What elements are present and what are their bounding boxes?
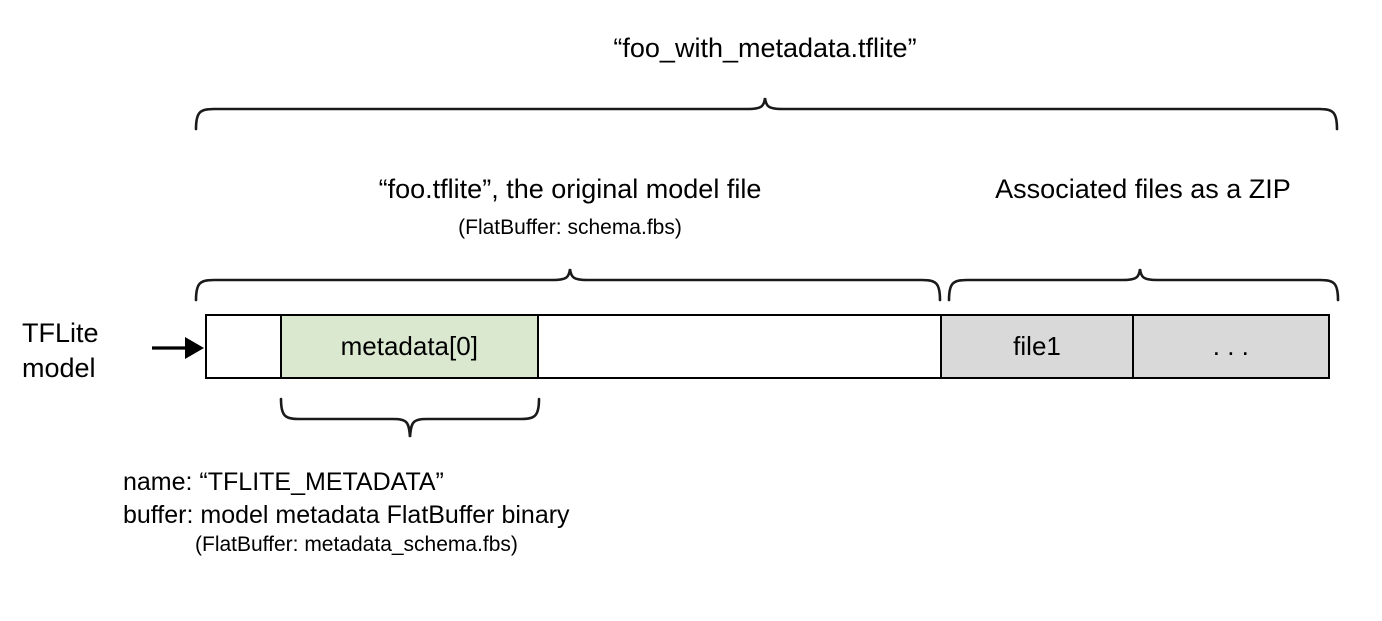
metadata-note-name: name: “TFLITE_METADATA” bbox=[123, 468, 444, 496]
metadata-note-schema: (FlatBuffer: metadata_schema.fbs) bbox=[195, 533, 518, 556]
bar-segment-file1-label: file1 bbox=[1013, 331, 1061, 362]
brace-zip-files bbox=[947, 268, 1340, 302]
tflite-model-label-line1: TFLite bbox=[22, 318, 99, 348]
section-heading-zip-files: Associated files as a ZIP bbox=[995, 174, 1291, 204]
section-subheading-model-file: (FlatBuffer: schema.fbs) bbox=[458, 216, 682, 239]
section-heading-model-file: “foo.tflite”, the original model file bbox=[378, 174, 762, 204]
bar-segment-model-body bbox=[538, 316, 941, 377]
bar-segment-more-files-label: . . . bbox=[1212, 331, 1249, 362]
full-file-title: “foo_with_metadata.tflite” bbox=[613, 33, 917, 63]
bar-segment-metadata-0: metadata[0] bbox=[281, 316, 539, 377]
bar-segment-metadata-0-label: metadata[0] bbox=[340, 331, 478, 362]
tflite-model-label: TFLite model bbox=[22, 316, 152, 386]
bar-segment-more-files: . . . bbox=[1133, 316, 1328, 377]
tflite-model-bar: metadata[0] file1 . . . bbox=[205, 314, 1330, 379]
tflite-model-label-line2: model bbox=[22, 353, 96, 384]
brace-model-file bbox=[194, 268, 942, 302]
metadata-note-buffer: buffer: model metadata FlatBuffer binary bbox=[123, 500, 570, 529]
metadata-note: name: “TFLITE_METADATA” buffer: model me… bbox=[123, 466, 883, 558]
bar-segment-leading-blank bbox=[207, 316, 282, 377]
bar-segment-file1: file1 bbox=[940, 316, 1134, 377]
brace-full-file bbox=[194, 97, 1339, 131]
brace-metadata-entry bbox=[279, 397, 541, 438]
right-arrow-icon bbox=[152, 337, 204, 359]
